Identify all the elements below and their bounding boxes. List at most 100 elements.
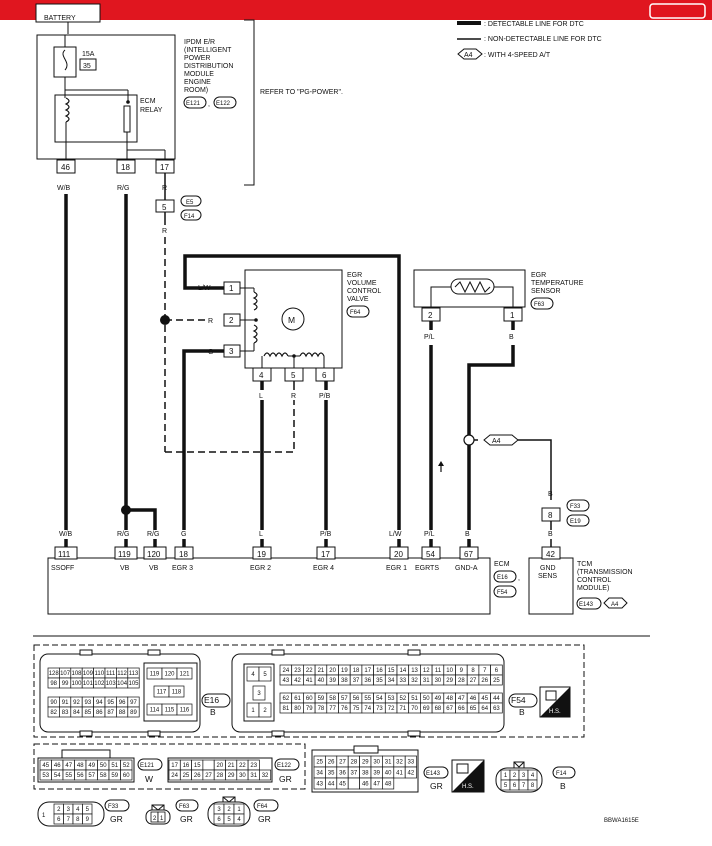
ecm-name: ECM	[494, 561, 510, 568]
conn-e122-pin-label: 15	[194, 763, 201, 769]
conn-e16-pin-label: 85	[85, 710, 92, 716]
ecm-label-egr1: EGR 1	[386, 565, 407, 572]
f33-name: F33	[108, 804, 119, 810]
conn-f54-pin-label: 42	[294, 678, 301, 684]
ipdm-title-3: POWER	[184, 55, 210, 62]
conn-f54-pin-label: 55	[364, 696, 371, 702]
tcm-conn-e143: E143	[579, 602, 594, 608]
conn-f54-pin-label: 8	[471, 668, 475, 674]
conn-e16-pin-label: 109	[83, 671, 94, 677]
valve-wire-r-bottom: R	[291, 393, 296, 400]
ipdm-title-7: ROOM)	[184, 87, 208, 94]
valve-pin-3: 3	[229, 347, 234, 356]
sensor-pin-2: 2	[428, 311, 433, 320]
conn-f54-pin-label: 38	[341, 678, 348, 684]
conn-f14-pin-label: 2	[513, 773, 517, 779]
conn-f54-pin-label: 61	[294, 696, 301, 702]
conn-f54-pin-label: 67	[446, 706, 453, 712]
conn-f54-pin-label: 80	[294, 706, 301, 712]
conn-f54-pin-label: 43	[283, 678, 290, 684]
conn-e16-pin-label: 82	[50, 710, 57, 716]
header-bar	[0, 0, 712, 20]
ipdm-title-1: IPDM E/R	[184, 39, 215, 46]
conn-f54-pin-label: 12	[423, 668, 430, 674]
conn-f54-pin-label: 64	[481, 706, 488, 712]
conn-f14-pin-label: 7	[522, 783, 526, 789]
conn-e143-pin-label: 41	[396, 771, 403, 777]
conn-e121-pin-label: 51	[111, 763, 118, 769]
conn-e143-pin-label: 27	[339, 760, 346, 766]
conn-f54-pin-label: 78	[318, 706, 325, 712]
conn-e16-pin	[127, 677, 140, 689]
valve-conn-f64: F64	[350, 310, 361, 316]
conn-e121-pin-label: 45	[42, 763, 49, 769]
svg-text:119: 119	[118, 550, 131, 559]
conn-e143-pin-label: 31	[385, 760, 392, 766]
conn-e121-pin-label: 56	[77, 773, 84, 779]
legend-nondetectable: : NON-DETECTABLE LINE FOR DTC	[484, 36, 602, 43]
conn-f54-pin-label: 58	[329, 696, 336, 702]
conn-e122-pin-label: 32	[262, 773, 269, 779]
conn-e16-pin-label: 101	[83, 681, 94, 687]
svg-text:A4: A4	[492, 438, 501, 445]
conn-f54-pin-label: 28	[458, 678, 465, 684]
conn-f14-pin-label: 4	[531, 773, 535, 779]
valve-title-1: EGR	[347, 272, 362, 279]
conn-e16-pin-label: 89	[130, 710, 137, 716]
ecm-label-egr4: EGR 4	[313, 565, 334, 572]
conn-f54-pin-label: 16	[376, 668, 383, 674]
conn-f33-pin	[82, 813, 93, 825]
conn-e143-pin-label: 48	[385, 782, 392, 788]
wiring-lines	[64, 173, 552, 530]
ecm-label-egrts: EGRTS	[415, 565, 439, 572]
svg-text:17: 17	[321, 550, 330, 559]
conn-f54-pin-label: 69	[423, 706, 430, 712]
conn-f54-pin-label: 65	[470, 706, 477, 712]
svg-text:5: 5	[162, 203, 167, 212]
conn-f54-pin-label: 75	[353, 706, 360, 712]
ecm-conn-f54: F54	[497, 590, 508, 596]
conn-e121-pin-label: 57	[88, 773, 95, 779]
svg-text:,: ,	[208, 101, 210, 108]
conn-e121-pin-label: 46	[54, 763, 61, 769]
svg-text:20: 20	[394, 550, 403, 559]
conn-e16-pin-label: 98	[50, 681, 57, 687]
conn-e16-pin-label: 128	[49, 671, 60, 677]
ecm-wire-7: L/W	[389, 531, 402, 538]
svg-text:17: 17	[160, 163, 169, 172]
conn-f54-pin-label: 33	[400, 678, 407, 684]
conn-f64-pin-label: 2	[227, 807, 231, 813]
e122-color: GR	[279, 774, 292, 784]
conn-f54-pin-label: 29	[446, 678, 453, 684]
svg-text:1: 1	[42, 813, 46, 819]
valve-title-4: VALVE	[347, 296, 369, 303]
fuse-rating: 15A	[82, 51, 95, 58]
conn-e16-pin-label: 83	[62, 710, 69, 716]
valve-pin-4: 4	[259, 371, 264, 380]
valve-wire-r: R	[208, 318, 213, 325]
conn-f54-pin-label: 17	[364, 668, 371, 674]
conn-e16-pin-label: 108	[71, 671, 82, 677]
ecm-wire-4: G	[181, 531, 186, 538]
f63-color: GR	[180, 814, 193, 824]
hs-badge-1: H.S.	[539, 686, 571, 718]
conn-e122-pin	[259, 769, 272, 781]
f63-name: F63	[179, 804, 190, 810]
conn-f33-pin-label: 5	[86, 807, 90, 813]
ecm-label-ssoff: SSOFF	[51, 565, 74, 572]
conn-e143-pin-label: 47	[373, 782, 380, 788]
conn-f54-pin-label: 59	[318, 696, 325, 702]
f64-color: GR	[258, 814, 271, 824]
conn-e16-pin-label: 107	[60, 671, 71, 677]
conn-e143-pin-label: 35	[328, 771, 335, 777]
conn-f54-pin-label: 40	[318, 678, 325, 684]
ipdm-conn-e122: E122	[216, 101, 231, 107]
valve-coil-bottom-right-icon	[299, 352, 325, 358]
power-bracket	[244, 19, 255, 186]
conn-e143-pin-label: 25	[316, 760, 323, 766]
ipdm-title-6: ENGINE	[184, 79, 211, 86]
